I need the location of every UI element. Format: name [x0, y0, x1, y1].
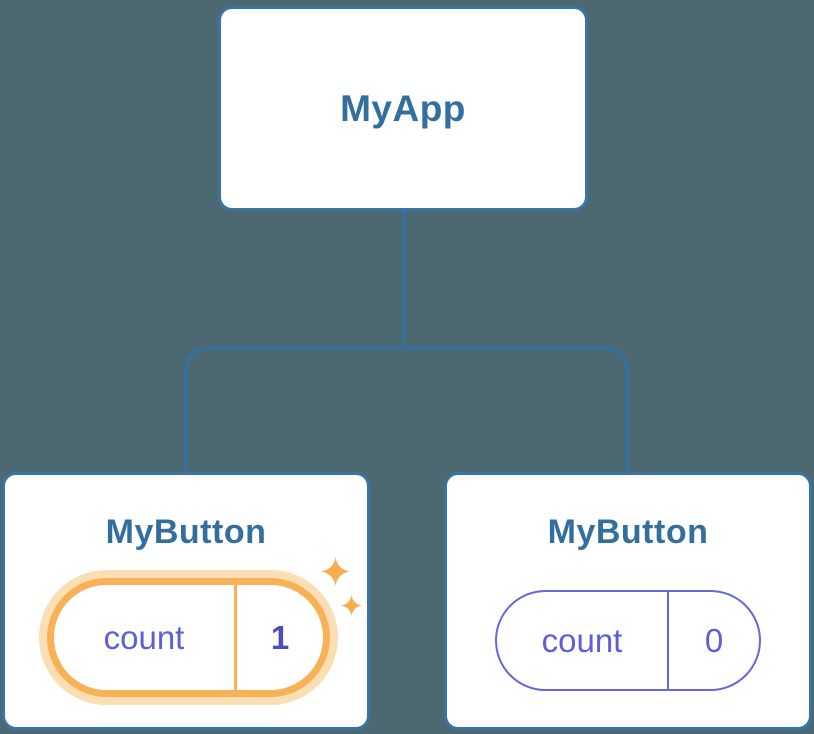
state-key-label: count [541, 621, 623, 659]
state-key-label: count [103, 618, 185, 656]
pill-divider [234, 585, 237, 690]
state-pill-plain: count 0 [495, 590, 761, 691]
connector-branch [184, 346, 629, 473]
node-myapp-label: MyApp [340, 87, 466, 129]
state-value: 0 [704, 621, 724, 659]
sparkle-icon-small [341, 595, 362, 616]
node-myapp: MyApp [218, 6, 588, 211]
node-mybutton-right-label: MyButton [547, 513, 709, 551]
sparkle-icon-large [321, 557, 350, 586]
pill-divider [667, 592, 669, 689]
state-pill-highlighted: count 1 [47, 578, 330, 697]
node-mybutton-left-label: MyButton [105, 513, 267, 551]
state-value: 1 [270, 618, 290, 656]
